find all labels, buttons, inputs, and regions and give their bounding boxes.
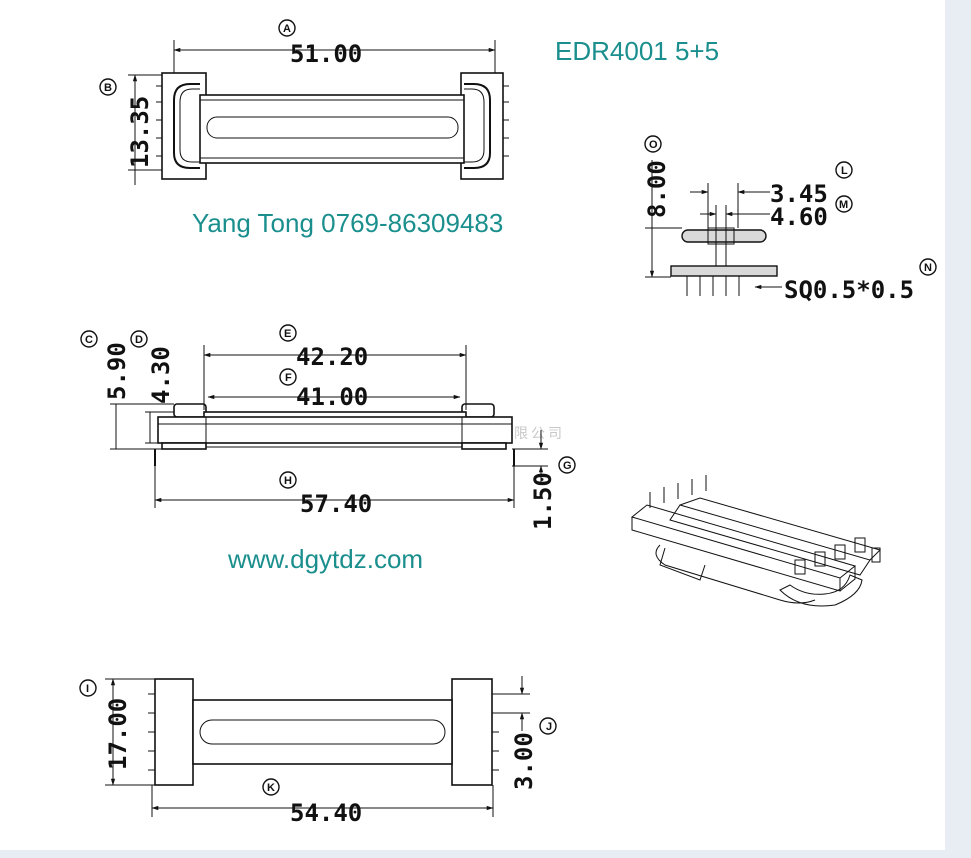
- label-a: A: [283, 23, 291, 35]
- label-b: B: [104, 82, 112, 94]
- dim-n-text: SQ0.5*0.5: [784, 276, 914, 304]
- label-f: F: [285, 372, 292, 384]
- contact-text: Yang Tong 0769-86309483: [192, 208, 504, 238]
- label-j-circle: [539, 717, 557, 735]
- dim-i-line: [105, 678, 155, 786]
- label-l: L: [841, 165, 848, 177]
- dim-l-text: 3.45: [770, 180, 828, 208]
- dim-a-line: [173, 40, 496, 73]
- dim-j-line: [499, 676, 530, 731]
- label-d-circle: [130, 330, 148, 348]
- dim-g-text: 1.50: [529, 472, 557, 530]
- dim-e-text: 42.20: [296, 343, 368, 371]
- technical-drawing: 51.00 A 13.35 B: [79, 19, 937, 827]
- dim-k-text: 54.40: [290, 799, 362, 827]
- dim-d-line: [145, 411, 174, 444]
- small-side-view: 8.00 O 3.45 L 4.60 M: [643, 135, 937, 304]
- label-a-circle: [278, 19, 296, 37]
- dim-a-text: 51.00: [290, 40, 362, 68]
- dim-j-text: 3.00: [510, 732, 538, 790]
- side-view-body: [670, 227, 778, 296]
- front-view: 42.20 E 41.00 F 5.90 C 4.30: [80, 324, 576, 530]
- dim-h-line: [154, 466, 515, 508]
- label-n: N: [924, 262, 932, 274]
- bottom-view-body: [148, 678, 499, 786]
- dim-i-text: 17.00: [104, 698, 132, 770]
- dim-g-line: [512, 430, 548, 485]
- dim-e-line: [203, 345, 467, 410]
- label-i-circle: [79, 679, 97, 697]
- dim-m-text: 4.60: [770, 203, 828, 231]
- dim-h-text: 57.40: [300, 490, 372, 518]
- dim-d-text: 4.30: [147, 346, 175, 404]
- label-c-circle: [80, 330, 98, 348]
- label-g: G: [563, 460, 572, 472]
- label-m: M: [839, 199, 848, 211]
- part-title: EDR4001 5+5: [555, 36, 720, 66]
- label-k-circle: [262, 778, 280, 796]
- label-i: I: [86, 683, 89, 695]
- label-k: K: [267, 782, 275, 794]
- dim-c-line: [110, 403, 174, 450]
- label-e: E: [284, 328, 291, 340]
- dim-k-line: [151, 785, 494, 817]
- label-f-circle: [279, 368, 297, 386]
- label-m-circle: [835, 195, 853, 213]
- label-n-circle: [919, 258, 937, 276]
- isometric-view: [630, 475, 881, 607]
- dim-o-text: 8.00: [643, 160, 671, 218]
- bottom-view: 17.00 I 3.00 J 54.40 K: [79, 676, 557, 827]
- label-o-circle: [644, 135, 662, 153]
- front-view-body: [154, 403, 515, 466]
- label-g-circle: [558, 456, 576, 474]
- dim-b-text: 13.35: [126, 96, 154, 168]
- label-h: H: [284, 475, 292, 487]
- dim-c-text: 5.90: [103, 342, 131, 400]
- label-o: O: [649, 139, 658, 151]
- label-c: C: [85, 334, 93, 346]
- dim-b-line: [128, 74, 162, 185]
- label-d: D: [135, 334, 143, 346]
- dim-f-text: 41.00: [296, 383, 368, 411]
- label-l-circle: [835, 161, 853, 179]
- label-h-circle: [279, 471, 297, 489]
- top-view: 51.00 A 13.35 B: [99, 19, 509, 185]
- website-text: www.dgytdz.com: [228, 544, 424, 574]
- label-j: J: [546, 721, 552, 733]
- top-view-body: [156, 72, 509, 180]
- label-e-circle: [279, 324, 297, 342]
- dim-o-line: [645, 160, 682, 278]
- dim-m-line: [700, 205, 770, 244]
- drawing-canvas: EDR4001 5+5 Yang Tong 0769-86309483 www.…: [0, 0, 945, 850]
- dim-l-line: [690, 183, 770, 228]
- label-b-circle: [99, 78, 117, 96]
